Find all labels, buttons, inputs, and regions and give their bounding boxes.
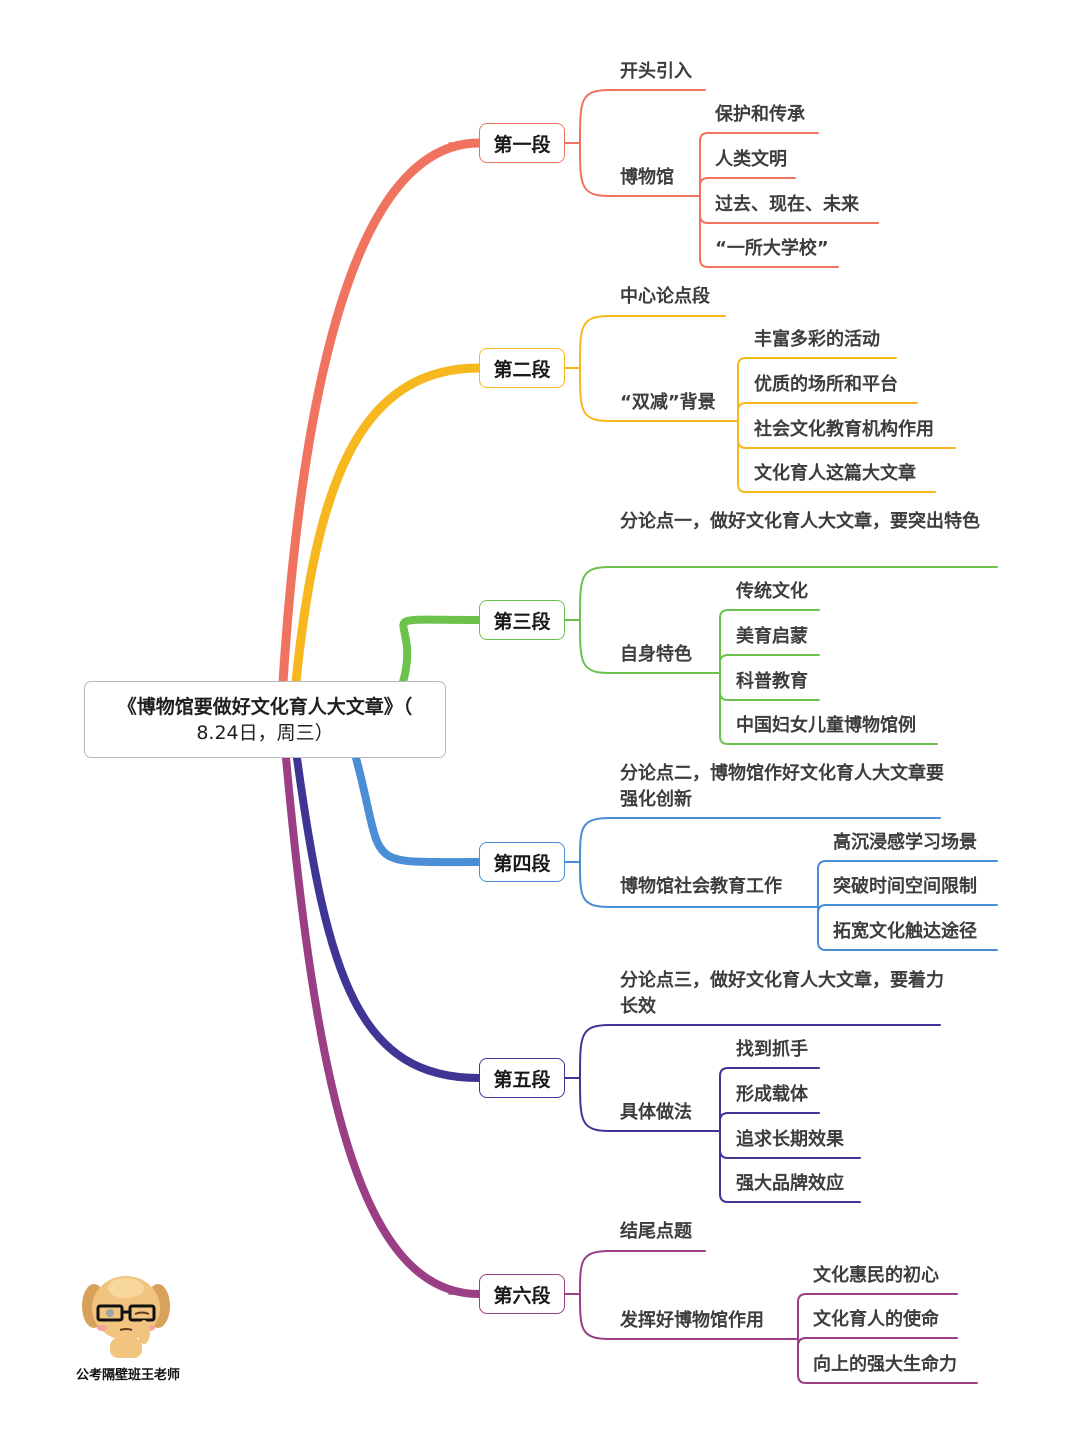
leaf-item: 优质的场所和平台: [754, 374, 898, 395]
leaf-item: 保护和传承: [715, 104, 805, 125]
topic-label: 开头引入: [620, 61, 692, 82]
watermark-caption: 公考隔壁班王老师: [76, 1368, 181, 1383]
section-label: 第二段: [493, 358, 551, 381]
leaf-item: 向上的强大生命力: [813, 1354, 957, 1375]
section-node-1[interactable]: 第一段: [479, 123, 565, 163]
section-label: 第三段: [493, 610, 551, 633]
item-connector: [699, 177, 796, 187]
topic-label: 分论点二，博物馆作好文化育人大文章要强化创新: [620, 763, 944, 810]
root-connector-4: [352, 754, 483, 867]
group-label: 博物馆社会教育工作: [620, 876, 782, 897]
topic-connector-1: [579, 89, 706, 144]
item-connector: [719, 1193, 861, 1203]
item-connector: [719, 735, 938, 745]
root-connector-3: [399, 615, 483, 686]
topic-label: 分论点三，做好文化育人大文章，要着力长效: [620, 970, 944, 1017]
topic-connector-2: [579, 315, 726, 369]
section-label: 第四段: [493, 852, 551, 875]
item-connector: [699, 132, 819, 142]
item-connector: [797, 1293, 958, 1303]
item-connector: [817, 860, 998, 870]
group-connector-2: [579, 367, 739, 422]
group-label: 发挥好博物馆作用: [620, 1310, 764, 1331]
root-connector-1: [278, 138, 484, 687]
group-connector-1: [579, 142, 701, 197]
dog-mascot-icon: [82, 1276, 170, 1358]
leaf-item: “一所大学校”: [715, 238, 829, 259]
group-connector-3: [579, 619, 721, 674]
section-label: 第六段: [493, 1284, 551, 1307]
leaf-item: 科普教育: [736, 671, 808, 692]
topic-label: 结尾点题: [620, 1221, 692, 1242]
item-connector: [797, 1374, 978, 1384]
leaf-item: 社会文化教育机构作用: [754, 419, 934, 440]
section-node-3[interactable]: 第三段: [479, 600, 565, 640]
group-label: 博物馆: [620, 167, 674, 188]
item-connector: [797, 1337, 958, 1347]
leaf-item: 中国妇女儿童博物馆例: [736, 715, 916, 736]
section-node-2[interactable]: 第二段: [479, 348, 565, 388]
item-connector: [699, 258, 839, 268]
item-connector: [817, 941, 998, 951]
group-label: 自身特色: [620, 644, 692, 665]
leaf-item: 强大品牌效应: [736, 1173, 844, 1194]
topic-label: 分论点一，做好文化育人大文章，要突出特色: [620, 511, 980, 532]
group-connector-5: [579, 1077, 721, 1132]
item-connector: [719, 609, 820, 619]
section-node-4[interactable]: 第四段: [479, 842, 565, 882]
item-connector: [737, 483, 936, 493]
leaf-item: 形成载体: [736, 1084, 808, 1105]
item-connector: [817, 904, 998, 914]
item-connector: [737, 439, 956, 449]
leaf-item: 人类文明: [715, 149, 787, 170]
leaf-item: 传统文化: [736, 581, 808, 602]
topic-connector-4: [579, 817, 941, 863]
root-connector-5: [293, 754, 483, 1082]
item-connector: [737, 402, 918, 412]
topic-connector-6: [579, 1250, 706, 1295]
section-node-6[interactable]: 第六段: [479, 1274, 565, 1314]
leaf-item: 文化育人这篇大文章: [754, 463, 916, 484]
group-label: “双减”背景: [620, 392, 716, 413]
item-connector: [719, 1067, 820, 1077]
item-connector: [699, 214, 879, 224]
section-label: 第五段: [493, 1068, 551, 1091]
root-connector-2: [291, 363, 484, 687]
leaf-item: 过去、现在、未来: [715, 194, 859, 215]
root-node[interactable]: 《博物馆要做好文化育人大文章》（ 8.24日，周三）: [84, 681, 446, 758]
topic-connector-3: [579, 566, 998, 621]
leaf-item: 文化惠民的初心: [813, 1265, 939, 1286]
topic-label: 中心论点段: [620, 286, 710, 307]
section-label: 第一段: [493, 133, 551, 156]
leaf-item: 拓宽文化触达途径: [833, 921, 977, 942]
root-title: 《博物馆要做好文化育人大文章》（: [117, 695, 413, 718]
leaf-item: 丰富多彩的活动: [754, 329, 880, 350]
leaf-item: 突破时间空间限制: [833, 876, 977, 897]
group-connector-6: [579, 1293, 799, 1340]
leaf-item: 文化育人的使命: [813, 1309, 939, 1330]
leaf-item: 追求长期效果: [736, 1129, 844, 1150]
item-connector: [719, 654, 820, 664]
group-connector-4: [579, 861, 819, 908]
leaf-item: 美育启蒙: [736, 626, 808, 647]
section-node-5[interactable]: 第五段: [479, 1058, 565, 1098]
root-connector-6: [282, 754, 483, 1298]
leaf-item: 高沉浸感学习场景: [833, 832, 977, 853]
leaf-item: 找到抓手: [736, 1039, 808, 1060]
topic-connector-5: [579, 1024, 941, 1079]
item-connector: [719, 1112, 820, 1122]
item-connector: [719, 1149, 861, 1159]
root-subtitle: 8.24日，周三）: [196, 721, 334, 744]
item-connector: [737, 357, 897, 367]
item-connector: [719, 691, 820, 701]
group-label: 具体做法: [620, 1102, 692, 1123]
